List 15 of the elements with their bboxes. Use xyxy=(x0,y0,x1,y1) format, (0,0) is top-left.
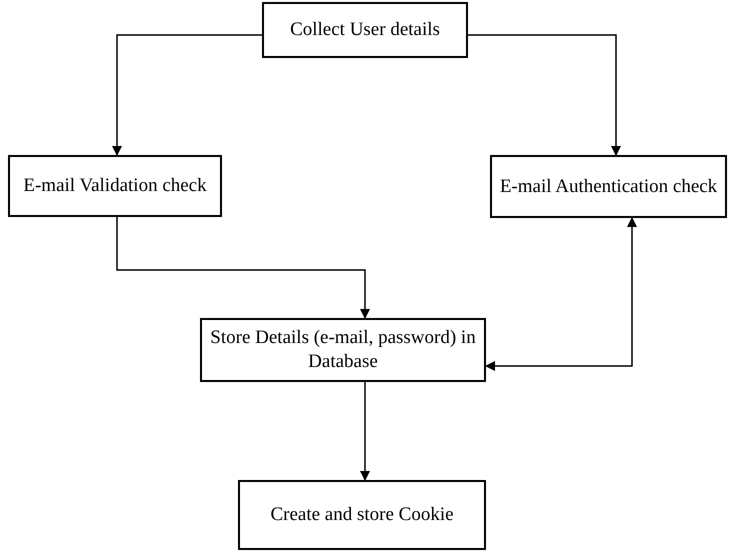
arrow xyxy=(468,34,621,156)
box-label: E-mail Validation check xyxy=(23,174,207,198)
arrow xyxy=(360,382,370,481)
box-label: E-mail Authentication check xyxy=(500,174,718,198)
box-label: Create and store Cookie xyxy=(270,503,454,527)
arrow xyxy=(116,217,370,319)
box-label: Store Details (e-mail, password) in Database xyxy=(209,326,477,374)
process-box xyxy=(238,480,486,550)
process-box xyxy=(262,2,468,58)
process-box xyxy=(200,318,486,382)
arrow xyxy=(112,34,262,156)
arrow xyxy=(485,217,637,371)
process-box xyxy=(8,155,222,217)
box-label: Collect User details xyxy=(290,18,440,42)
process-box xyxy=(490,155,727,218)
